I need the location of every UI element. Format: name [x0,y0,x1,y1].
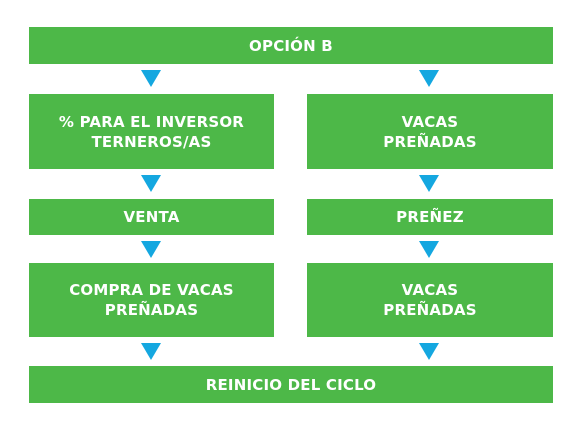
arrow-down-icon [419,70,439,87]
box-left-buy-pregnant-cows: COMPRA DE VACAS PREÑADAS [29,263,274,337]
box-right-pregnant-cows-1: VACAS PREÑADAS [307,94,553,169]
box-left-investor-share-label: % PARA EL INVERSOR TERNEROS/AS [58,112,245,151]
arrow-down-icon [419,343,439,360]
box-option-b: OPCIÓN B [29,27,553,64]
box-right-pregnant-cows-1-label: VACAS PREÑADAS [383,112,477,151]
box-left-sale: VENTA [29,199,274,235]
box-right-pregnancy-label: PREÑEZ [396,208,464,226]
box-left-sale-label: VENTA [123,208,180,226]
box-option-b-label: OPCIÓN B [249,36,333,55]
arrow-down-icon [141,70,161,87]
box-cycle-restart-label: REINICIO DEL CICLO [205,375,377,394]
box-right-pregnant-cows-2-label: VACAS PREÑADAS [383,281,477,319]
arrow-down-icon [141,241,161,258]
arrow-down-icon [419,175,439,192]
box-right-pregnant-cows-2: VACAS PREÑADAS [307,263,553,337]
box-cycle-restart: REINICIO DEL CICLO [29,366,553,403]
arrow-down-icon [141,175,161,192]
box-left-buy-pregnant-cows-label: COMPRA DE VACAS PREÑADAS [69,281,234,319]
arrow-down-icon [419,241,439,258]
box-right-pregnancy: PREÑEZ [307,199,553,235]
arrow-down-icon [141,343,161,360]
box-left-investor-share: % PARA EL INVERSOR TERNEROS/AS [29,94,274,169]
